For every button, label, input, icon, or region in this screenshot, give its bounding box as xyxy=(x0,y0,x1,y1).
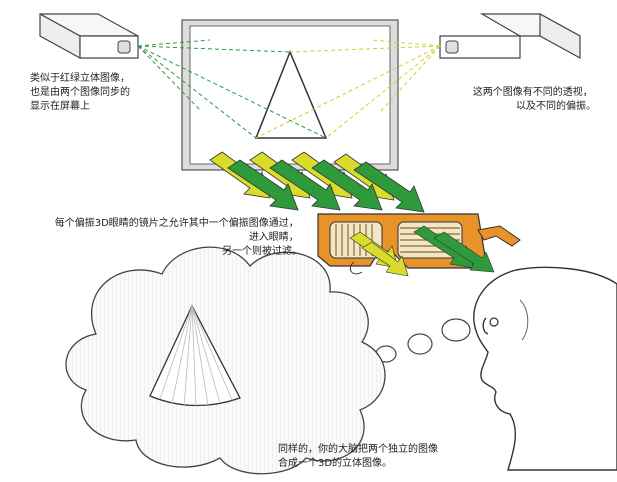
polarized-light-arrows xyxy=(209,151,425,213)
note-anaglyph: 类似于红绿立体图像， 也是由两个图像同步的 显示在屏幕上 xyxy=(30,71,133,112)
eye-icon xyxy=(489,317,499,327)
note-filter: 每个偏振3D眼睛的镜片之允许其中一个偏振图像通过， 进入眼睛， 另一个则被过滤。 xyxy=(55,216,302,257)
polarized-glasses xyxy=(317,213,521,277)
projection-screen xyxy=(181,19,399,171)
glasses-temple xyxy=(477,225,521,247)
thought-cloud xyxy=(65,246,386,475)
note-brain: 同样的，你的大脑把两个独立的图像 合成一个3D的立体图像。 xyxy=(278,442,441,469)
human-head-icon xyxy=(473,266,617,471)
right-projector-icon xyxy=(439,12,581,60)
left-projector-icon xyxy=(39,12,139,60)
projection-beams xyxy=(137,39,441,139)
screen-triangle-image xyxy=(254,50,328,139)
cone-3d-image xyxy=(149,304,241,407)
thought-bubbles xyxy=(357,318,471,373)
note-views: 这两个图像有不同的透视， 以及不同的偏振。 xyxy=(473,85,596,112)
